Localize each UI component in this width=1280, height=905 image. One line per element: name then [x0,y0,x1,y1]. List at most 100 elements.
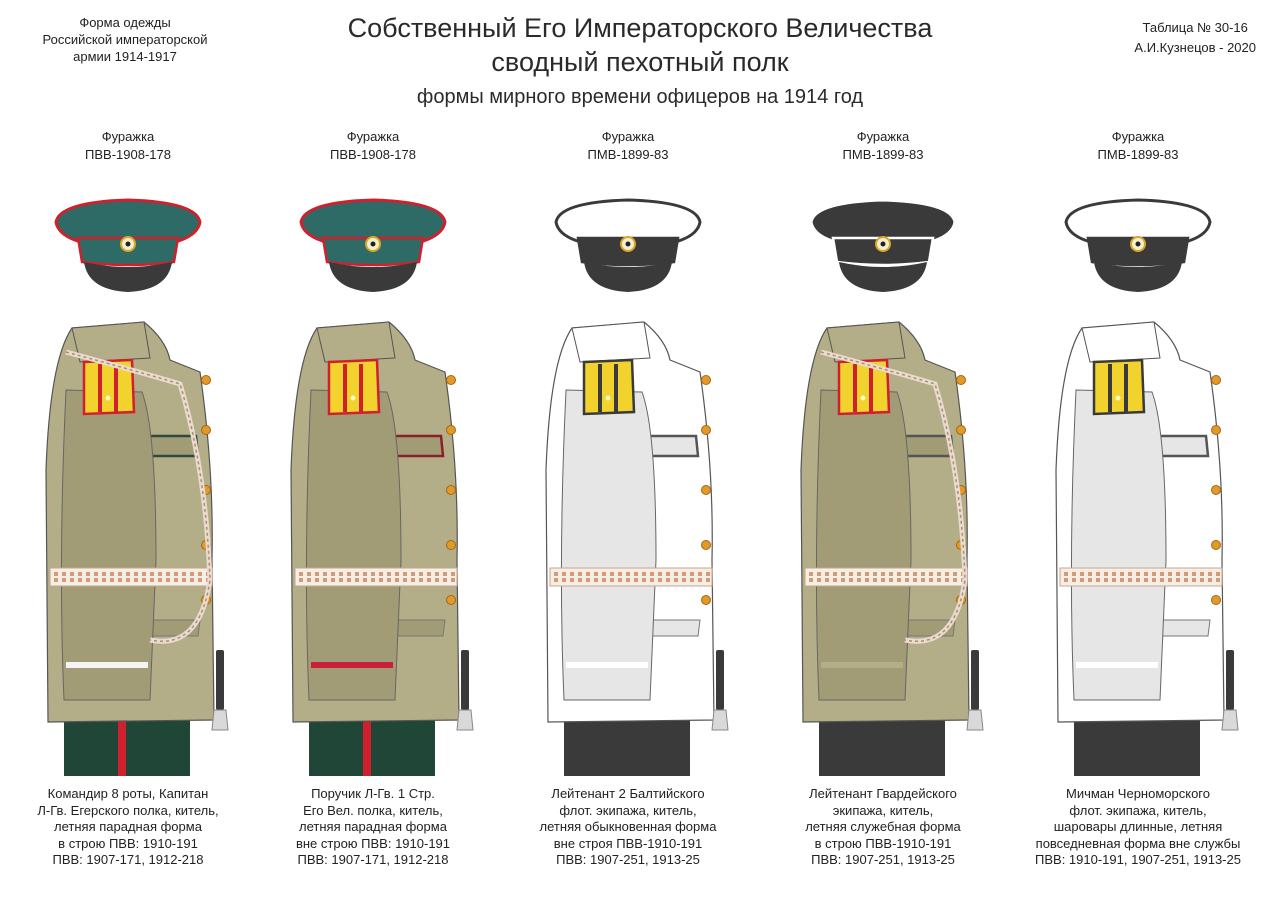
belt-pattern [626,572,630,576]
cockade-center-icon [1135,241,1141,247]
belt-pattern [307,572,311,576]
belt [549,567,713,587]
belt-pattern [905,572,909,576]
belt-pattern [1136,572,1140,576]
belt-pattern [650,578,654,582]
belt-pattern [1088,578,1092,582]
belt-pattern [1144,572,1148,576]
belt-pattern [86,572,90,576]
belt-pattern [379,578,383,582]
belt-pattern [395,572,399,576]
belt-pattern [833,578,837,582]
tunic-drawing [545,321,715,723]
belt-pattern [1128,578,1132,582]
sword-knot-icon [1221,709,1239,731]
tunic-drawing [45,321,215,723]
belt-pattern [937,572,941,576]
sword-knot-icon [456,709,474,731]
belt-pattern [411,578,415,582]
trousers [564,718,690,776]
belt [49,567,213,587]
belt-pattern [78,572,82,576]
belt-pattern [1064,578,1068,582]
chest-pocket [901,434,955,458]
rank-star-icon [860,395,866,401]
description-line: флот. экипажа, китель, [559,802,697,818]
belt-pattern [666,572,670,576]
belt-pattern [626,578,630,582]
belt-pattern [1168,572,1172,576]
scabbard [216,650,224,710]
description-line: ПВВ: 1907-251, 1913-25 [811,852,955,868]
belt-pattern [578,572,582,576]
trousers-drawing [309,718,435,776]
header-right-note: Таблица № 30-16 А.И.Кузнецов - 2020 [1134,18,1256,58]
belt-pattern [682,578,686,582]
belt-pattern [451,578,455,582]
epaulette-stripe [359,364,363,412]
epaulette-stripe [98,364,102,412]
belt-pattern [355,578,359,582]
belt-pattern [379,572,383,576]
button-icon [701,375,711,385]
cap-drawing [554,198,702,292]
sleeve-cuff [1076,662,1158,668]
tunic-drawing [290,321,460,723]
uniform-figure [1055,198,1239,776]
belt [804,567,968,587]
epaulette-stripe [1124,364,1128,412]
belt-pattern [913,572,917,576]
belt-pattern [610,572,614,576]
belt-pattern [126,572,130,576]
belt-pattern [1208,578,1212,582]
belt-pattern [554,572,558,576]
button-icon [701,485,711,495]
belt-pattern [586,572,590,576]
belt-pattern [618,578,622,582]
belt-pattern [1160,578,1164,582]
belt-pattern [323,572,327,576]
cap-code: ПВВ-1908-178 [330,147,416,162]
tunic-collar [316,321,396,363]
belt-pattern [658,572,662,576]
belt-pattern [371,572,375,576]
description-line: в строю ПВВ: 1910-191 [58,835,198,851]
description-line: Л-Гв. Егерского полка, китель, [37,802,219,818]
epaulette [82,358,136,416]
belt-pattern [198,572,202,576]
button-icon [446,595,456,605]
aiguillette-cord-twist [820,351,966,642]
trousers-stripe [873,718,881,776]
author-credit: А.И.Кузнецов - 2020 [1134,40,1256,55]
chest-pocket [646,434,700,458]
description-line: летняя парадная форма [54,819,202,835]
description-line: Командир 8 роты, Капитан [47,786,209,801]
sleeve-cuff [311,662,393,668]
belt-pattern [586,578,590,582]
belt-pattern [690,578,694,582]
belt-pattern [618,572,622,576]
belt-pattern [578,578,582,582]
belt-pattern [387,572,391,576]
page-title-line-1: Собственный Его Императорского Величеств… [347,13,933,43]
epaulette-stripe [598,364,602,412]
belt-pattern [706,572,710,576]
belt-pattern [817,578,821,582]
belt-pattern [1112,572,1116,576]
belt-pattern [331,572,335,576]
belt-pattern [1072,578,1076,582]
belt-pattern [921,578,925,582]
belt-pattern [299,578,303,582]
belt-pattern [666,578,670,582]
button-icon [201,425,211,435]
belt-pattern [94,572,98,576]
belt-pattern [690,572,694,576]
belt-pattern [158,578,162,582]
description-line: в строю ПВВ-1910-191 [814,835,952,851]
belt-pattern [371,578,375,582]
